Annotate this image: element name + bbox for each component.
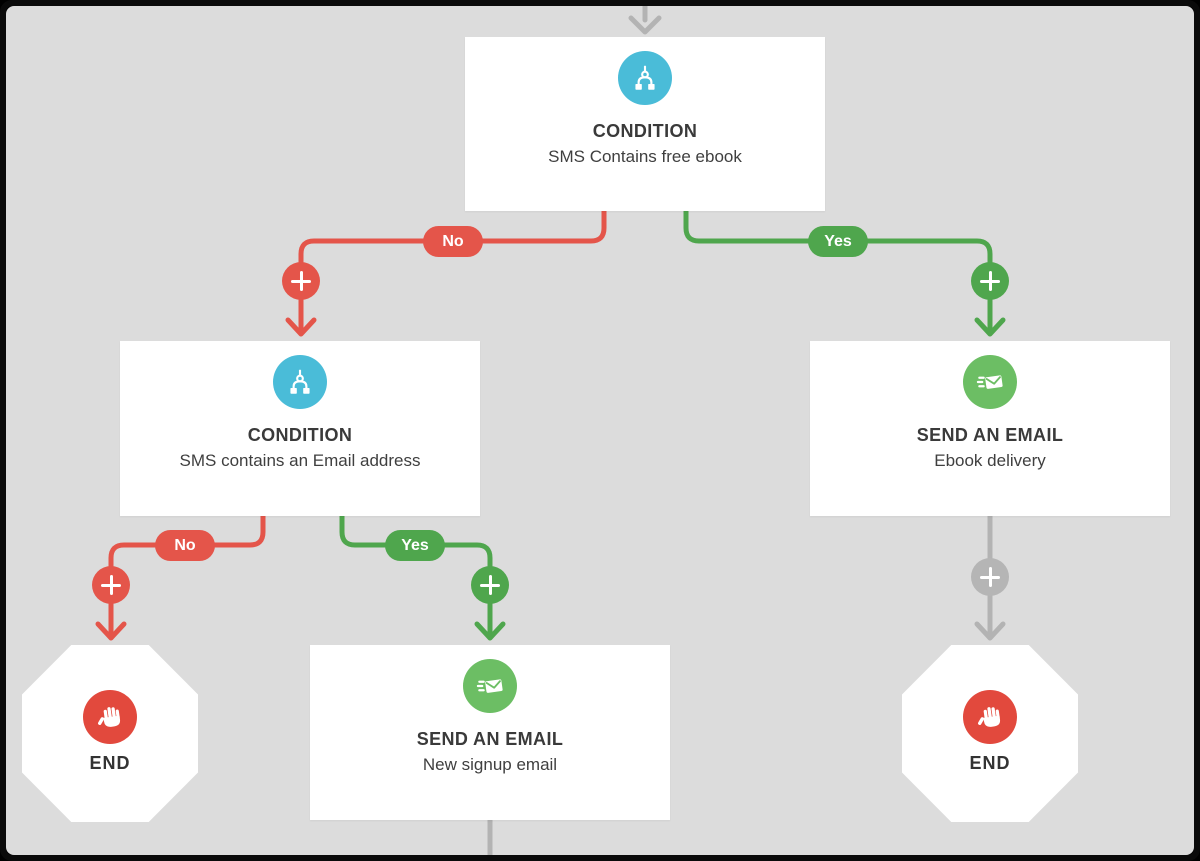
send-email-icon (963, 355, 1017, 409)
branch-label-yes: Yes (385, 530, 445, 561)
plus-icon (980, 567, 1000, 587)
branch-split-icon (618, 51, 672, 105)
node-end-right[interactable]: END (902, 645, 1078, 822)
branch-label-no: No (155, 530, 215, 561)
left-no-arrow-down-icon (95, 621, 127, 641)
node-type-label: SEND AN EMAIL (916, 425, 1064, 445)
node-type-label: SEND AN EMAIL (416, 729, 564, 749)
top-no-arrow-down-icon (285, 317, 317, 337)
node-end-left[interactable]: END (22, 645, 198, 822)
stop-hand-icon (83, 690, 137, 744)
entry-arrow-down-icon (628, 15, 662, 35)
add-step-button[interactable] (92, 566, 130, 604)
add-step-button[interactable] (471, 566, 509, 604)
top-yes-arrow-down-icon (974, 317, 1006, 337)
node-detail: SMS contains an Email address (179, 451, 421, 470)
email-right-arrow-down-icon (974, 621, 1006, 641)
node-detail: SMS Contains free ebook (548, 147, 742, 166)
end-label: END (89, 753, 131, 773)
add-step-button[interactable] (971, 262, 1009, 300)
branch-label-no: No (423, 226, 483, 257)
node-email-right[interactable]: SEND AN EMAIL Ebook delivery (810, 341, 1170, 516)
add-step-button[interactable] (971, 558, 1009, 596)
node-email-middle[interactable]: SEND AN EMAIL New signup email (310, 645, 670, 820)
node-condition-left[interactable]: CONDITION SMS contains an Email address (120, 341, 480, 516)
node-detail: Ebook delivery (934, 451, 1046, 470)
node-type-label: CONDITION (592, 121, 698, 141)
branch-split-icon (273, 355, 327, 409)
node-detail: New signup email (422, 755, 558, 774)
left-yes-arrow-down-icon (474, 621, 506, 641)
plus-icon (101, 575, 121, 595)
branch-label-yes: Yes (808, 226, 868, 257)
node-condition-top[interactable]: CONDITION SMS Contains free ebook (465, 37, 825, 211)
plus-icon (980, 271, 1000, 291)
stop-hand-icon (963, 690, 1017, 744)
send-email-icon (463, 659, 517, 713)
node-type-label: CONDITION (247, 425, 353, 445)
plus-icon (480, 575, 500, 595)
plus-icon (291, 271, 311, 291)
end-label: END (969, 753, 1011, 773)
add-step-button[interactable] (282, 262, 320, 300)
